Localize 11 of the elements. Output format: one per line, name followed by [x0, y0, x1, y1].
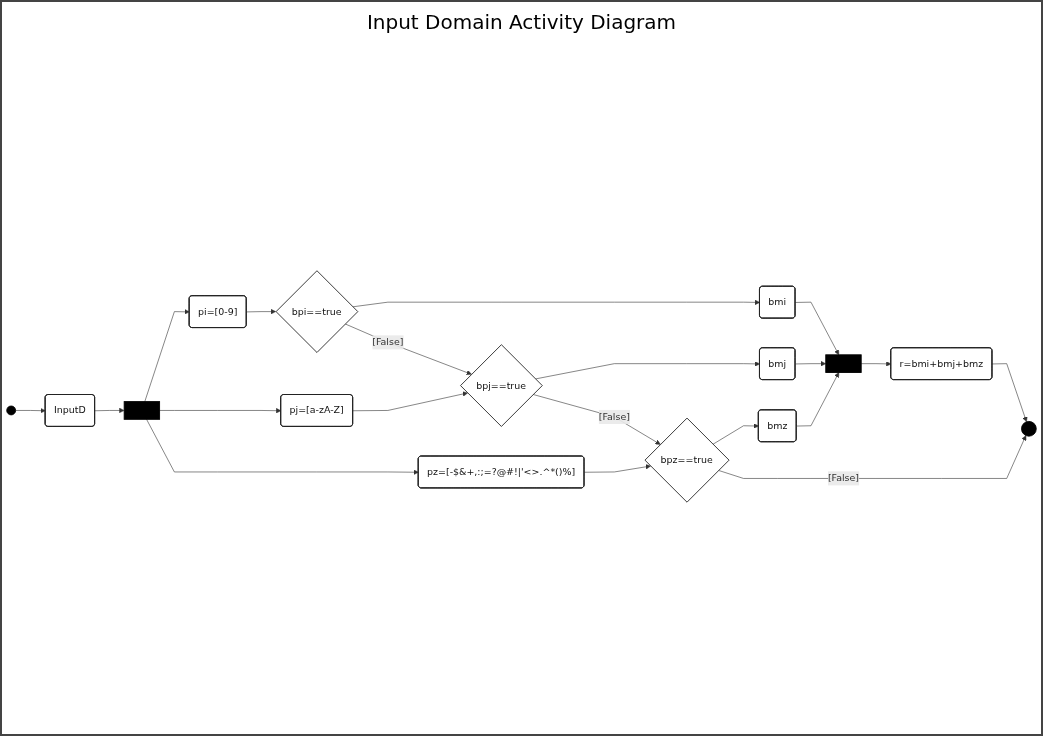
edge-label: [False] — [827, 472, 860, 484]
node-circle — [6, 405, 17, 415]
edge-label: [False] — [372, 336, 404, 348]
node-diamond — [275, 269, 359, 353]
diagram-title: Input Domain Activity Diagram — [366, 10, 677, 34]
edge-label: [False] — [598, 410, 630, 422]
node-bar — [123, 400, 161, 420]
node-diamond — [644, 417, 730, 503]
activity-diagram: [False] [False] [False] InputD pi=[0-9] bpi==true bmi pj=[a-zA-Z] bpj==true bmj pz=[-$&+,:;=?@#!|'<>.^*()%] bpz==true bmz r=bmi+bmj+bmz — [2, 265, 1041, 507]
node-diamond — [460, 343, 543, 427]
node-bar — [825, 353, 862, 373]
